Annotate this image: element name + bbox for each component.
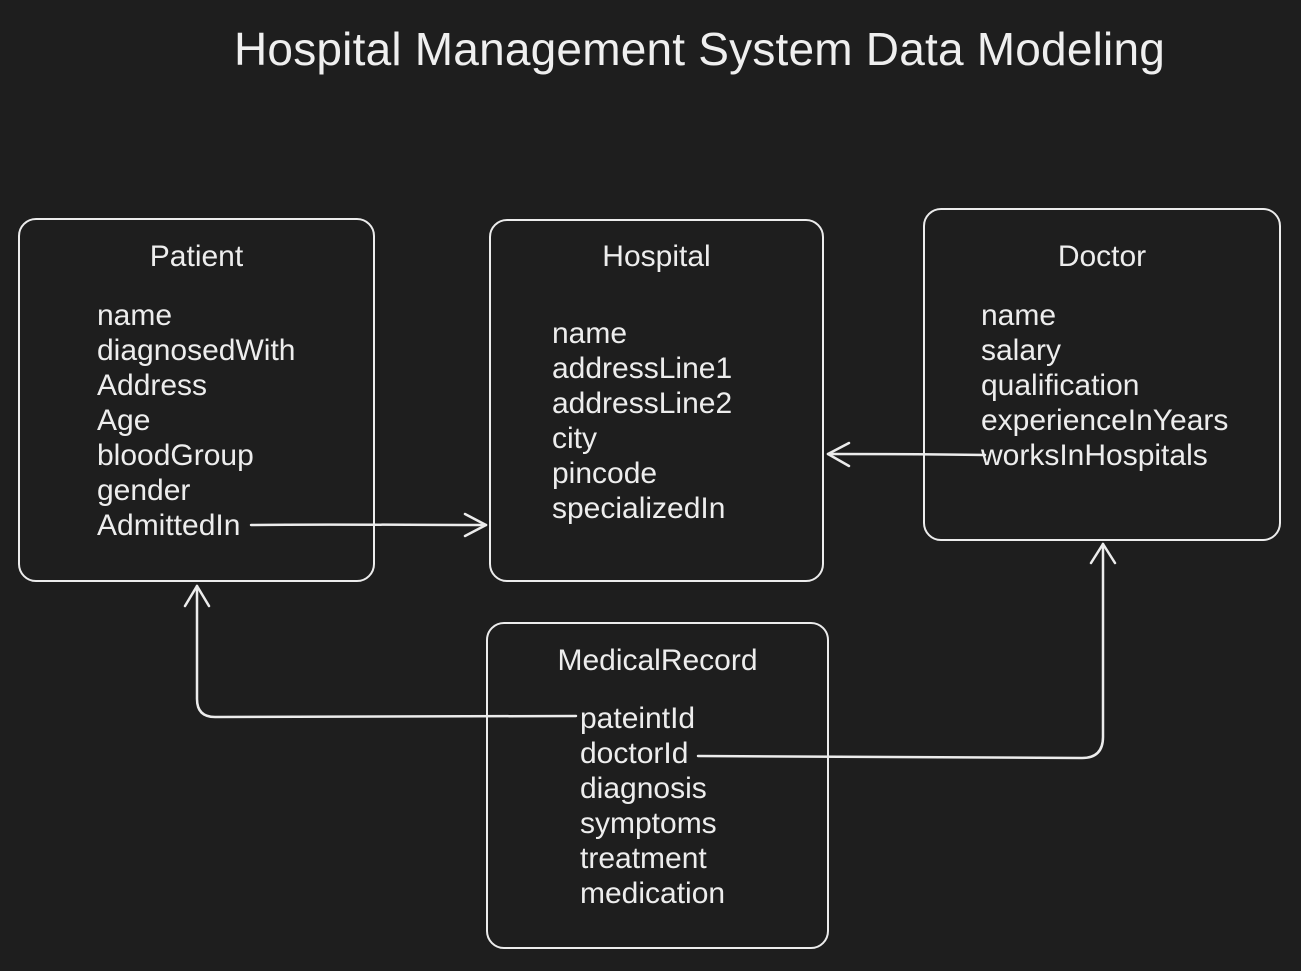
doctor-field: salary <box>981 334 1062 367</box>
hospital-field: name <box>552 317 628 350</box>
patient-field: gender <box>97 474 191 507</box>
doctorid-arrowhead-icon <box>1089 542 1117 565</box>
hospital-entity-title: Hospital <box>602 240 711 273</box>
patient-field-list: name diagnosedWith Address Age bloodGrou… <box>97 298 295 543</box>
patient-field: diagnosedWith <box>97 334 296 367</box>
medical-record-field: doctorId <box>580 737 689 770</box>
doctor-field: name <box>981 299 1057 332</box>
doctor-field: experienceInYears <box>981 404 1229 437</box>
patient-field: Age <box>97 404 151 437</box>
hospital-field: pincode <box>552 457 658 490</box>
doctor-entity-box: Doctor name salary qualification experie… <box>923 208 1281 541</box>
doctor-field-list: name salary qualification experienceInYe… <box>981 298 1228 473</box>
medical-record-field: diagnosis <box>580 772 707 805</box>
doctor-entity-title: Doctor <box>1057 240 1147 273</box>
patient-field: bloodGroup <box>97 439 254 472</box>
medical-record-field: symptoms <box>580 807 717 840</box>
patient-entity-title: Patient <box>149 240 244 273</box>
medical-record-entity-title: MedicalRecord <box>557 644 758 677</box>
diagram-title: Hospital Management System Data Modeling <box>234 23 1166 75</box>
pateintid-arrowhead-icon <box>183 584 211 608</box>
medical-record-field: treatment <box>580 842 707 875</box>
patient-entity-box: Patient name diagnosedWith Address Age b… <box>18 218 375 582</box>
hospital-entity-box: Hospital name addressLine1 addressLine2 … <box>489 219 824 582</box>
patient-field: name <box>97 299 173 332</box>
medical-record-field: medication <box>580 877 726 910</box>
admittedin-arrowhead-icon <box>463 512 488 538</box>
medical-record-entity-box: MedicalRecord pateintId doctorId diagnos… <box>486 622 829 949</box>
worksinhospitals-arrowhead-icon <box>826 441 851 468</box>
medical-record-field-list: pateintId doctorId diagnosis symptoms tr… <box>580 701 725 911</box>
hospital-field: specializedIn <box>552 492 726 525</box>
hospital-field: addressLine2 <box>552 387 733 420</box>
medical-record-field: pateintId <box>580 702 696 735</box>
doctor-field: worksInHospitals <box>981 439 1208 472</box>
doctor-field: qualification <box>981 369 1140 402</box>
hospital-field: city <box>552 422 597 455</box>
patient-field: AdmittedIn <box>97 509 241 542</box>
hospital-field: addressLine1 <box>552 352 733 385</box>
patient-field: Address <box>97 369 208 402</box>
hospital-field-list: name addressLine1 addressLine2 city pinc… <box>552 316 732 526</box>
